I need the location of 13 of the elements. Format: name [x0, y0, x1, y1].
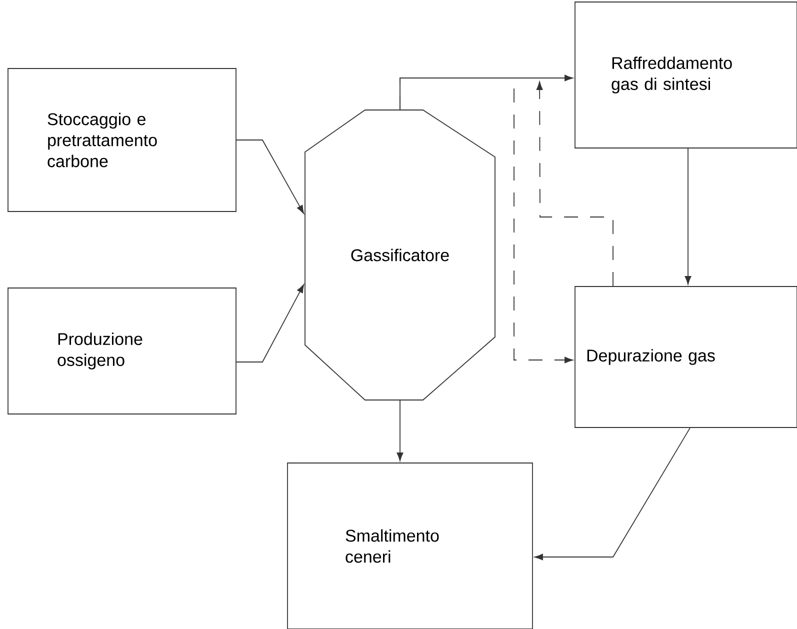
arrow	[400, 78, 574, 364]
arrow	[684, 148, 692, 285]
process-box: Smaltimento ceneri	[287, 462, 533, 629]
process-box: Raffreddamento gas di sintesi	[574, 2, 797, 148]
arrow	[534, 428, 690, 560]
process-box: Produzione ossigeno	[8, 288, 236, 414]
arrow	[236, 284, 304, 362]
arrow	[236, 140, 304, 214]
process-box: Depurazione gas	[574, 286, 797, 428]
arrow	[396, 400, 404, 462]
arrow	[536, 82, 614, 286]
gasifier-vessel: Gassificatore	[304, 110, 496, 400]
process-box: Stoccaggio e pretrattamento carbone	[8, 68, 236, 212]
